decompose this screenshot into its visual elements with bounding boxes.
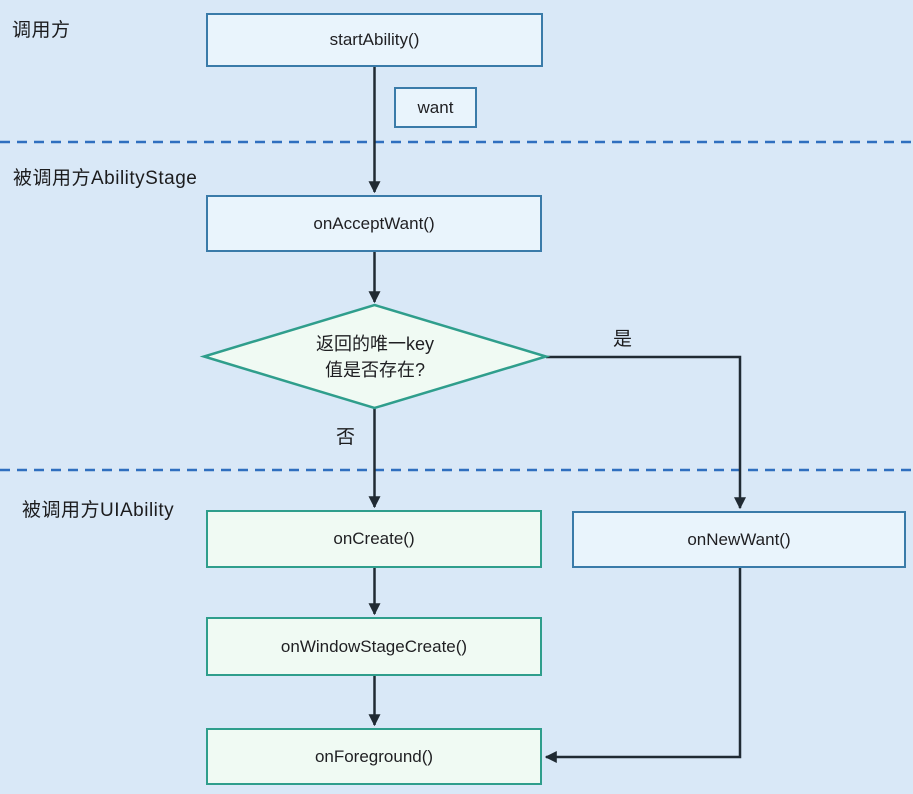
node-want-label: want (417, 97, 454, 117)
node-onacceptwant: onAcceptWant() (206, 195, 542, 252)
section-label-abilitystage: 被调用方AbilityStage (13, 168, 198, 189)
node-oncreate: onCreate() (206, 510, 542, 568)
section-label-caller: 调用方 (12, 20, 71, 41)
node-onacceptwant-label: onAcceptWant() (313, 213, 435, 233)
node-onforeground: onForeground() (206, 728, 542, 785)
node-onnewwant: onNewWant() (572, 511, 906, 568)
branch-label-yes: 是 (613, 329, 633, 350)
decision-line2: 值是否存在? (324, 359, 425, 380)
node-onnewwant-label: onNewWant() (687, 529, 791, 549)
node-startability-label: startAbility() (329, 30, 420, 49)
node-onwindowstagecreate: onWindowStageCreate() (206, 617, 542, 676)
section-label-uiability: 被调用方UIAbility (22, 500, 175, 521)
branch-label-no: 否 (336, 427, 356, 448)
node-onforeground-label: onForeground() (314, 746, 434, 766)
node-oncreate-label: onCreate() (333, 529, 415, 548)
edge-decision-yes-to-onnewwant (546, 355, 746, 510)
decision-line1: 返回的唯一key (315, 333, 434, 354)
node-startability: startAbility() (206, 13, 543, 67)
decision-diamond-shape (199, 303, 551, 410)
edge-onnewwant-to-onforeground (544, 568, 742, 763)
node-onwindowstagecreate-label: onWindowStageCreate() (280, 636, 468, 656)
decision-diamond-text: 返回的唯一key 值是否存在? (204, 305, 546, 408)
node-want-annotation: want (394, 87, 477, 128)
